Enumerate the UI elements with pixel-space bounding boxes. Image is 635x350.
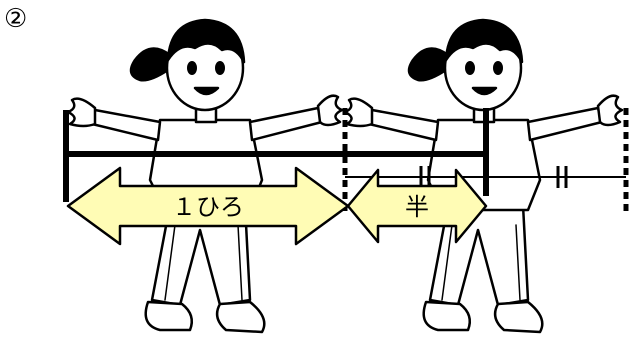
half-label: 半 — [405, 193, 429, 221]
one-hiro-label: １ひろ — [172, 193, 244, 221]
